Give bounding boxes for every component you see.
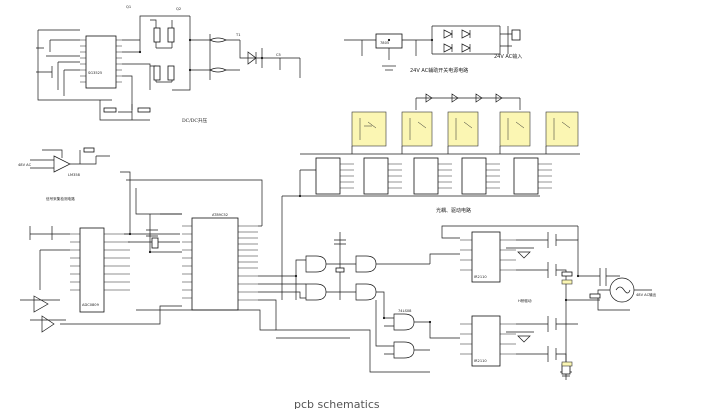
hbridge-label: H桥驱动 [518, 298, 532, 303]
signal-input-label: 信号采集检测电路 [46, 196, 75, 201]
opto-driver-label: 光耦、驱动电路 [436, 207, 471, 214]
image-caption: pcb schematics [294, 398, 380, 409]
gate-driver-lower-part: IR2110 [474, 359, 487, 363]
output-terminal-lower [561, 361, 573, 367]
and-gate-6 [393, 341, 415, 359]
signal-sense-block: LM358 48V AC 信号采集检测电路 [18, 147, 110, 201]
opto-array [351, 111, 579, 147]
svg-text:C5: C5 [276, 53, 281, 57]
junction-dots [128, 38, 580, 324]
driver-ic-5 [513, 157, 539, 195]
optocoupler-2 [401, 111, 433, 147]
and-gate-1 [305, 255, 327, 273]
mcu-chip [191, 217, 239, 311]
svg-text:Q1: Q1 [126, 5, 131, 9]
and-gate-4 [355, 283, 377, 301]
and-gate-5 [393, 313, 415, 331]
driver-chip-row [315, 157, 539, 195]
adc-block: ADC0809 [20, 171, 180, 333]
pwm-controller-chip [85, 35, 117, 89]
and-gate-2 [305, 283, 327, 301]
mcu-block: AT89C52 [60, 179, 276, 331]
svg-text:T1: T1 [235, 33, 240, 37]
driver-ic-2 [363, 157, 389, 195]
opamp-part: LM358 [68, 173, 81, 177]
driver-ic-1 [315, 157, 341, 195]
driver-ic-3 [413, 157, 439, 195]
gate-driver-lower [471, 315, 501, 367]
ac-input-label: 24V AC输入 [494, 53, 522, 60]
svg-text:Q2: Q2 [176, 7, 181, 11]
optocoupler-4 [499, 111, 531, 147]
dcdc-label: DC/DC升压 [182, 117, 208, 124]
driver-ic-4 [461, 157, 487, 195]
logic-gates-block: 74LS08 [258, 232, 460, 373]
pwm-controller-part: SG3525 [88, 71, 102, 75]
optocoupler-5 [545, 111, 579, 147]
adc-part: ADC0809 [82, 303, 100, 307]
regulator-part: 7805 [380, 41, 389, 45]
aux-power-label: 24V AC辅助开关电源电路 [410, 67, 468, 74]
optocoupler-1 [351, 111, 387, 147]
optocoupler-block: 光耦、驱动电路 [281, 93, 580, 300]
svg-text:48V AC: 48V AC [18, 163, 32, 167]
mcu-part: AT89C52 [212, 213, 228, 217]
adc-chip [79, 227, 105, 313]
gate-driver-upper [471, 231, 501, 283]
and-gate-3 [355, 255, 377, 273]
output-terminal-upper [561, 279, 573, 285]
gate-driver-upper-part: IR2110 [474, 275, 487, 279]
aux-power-block: 7805 24V AC辅助开关电源电路 24V AC输入 [344, 25, 522, 74]
output-transformer [609, 277, 635, 303]
gate-chip-part: 74LS08 [398, 309, 412, 313]
optocoupler-3 [447, 111, 479, 147]
output-label: 48V AC输出 [636, 292, 657, 297]
hbridge-block: IR2110 IR2110 H桥驱动 48V AC输出 [441, 225, 657, 380]
